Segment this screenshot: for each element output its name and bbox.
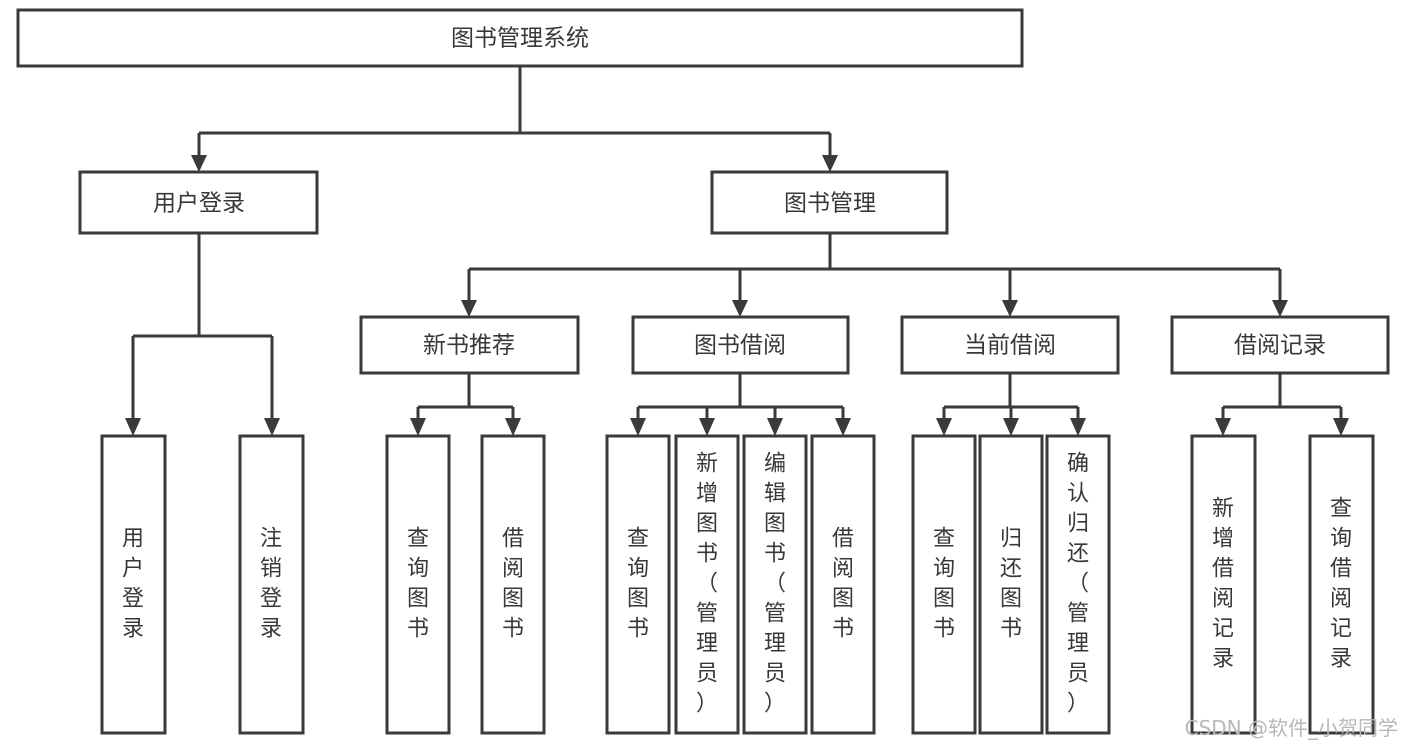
node-book-borrow-box[interactable] [631,315,850,375]
leaf-edit-book-label: 编辑图书（管理员） [764,452,786,717]
node-book-manage-label: 图书管理 [784,191,876,217]
leaf-add-book-label: 新增图书（管理员） [696,452,718,717]
leaf-logout-login[interactable]: 注销登录 [238,434,305,735]
arrow-borrow-c3 [767,418,783,436]
node-current-borrow-box[interactable] [900,315,1120,375]
leaf-query-book-3-box[interactable] [911,434,977,735]
node-root-label: 图书管理系统 [451,26,589,52]
leaf-query-book-2-box[interactable] [605,434,671,735]
leaf-confirm-return-box[interactable] [1045,434,1111,735]
leaf-query-record-box[interactable] [1308,434,1375,735]
leaf-add-book-box[interactable] [674,434,740,735]
leaf-edit-book[interactable]: 编辑图书（管理员） [742,434,808,735]
node-borrow-record[interactable]: 借阅记录 [1170,315,1390,375]
node-new-book-recommend[interactable]: 新书推荐 [359,315,580,375]
node-book-borrow[interactable]: 图书借阅 [631,315,850,375]
leaf-logout-login-box[interactable] [238,434,305,735]
watermark: CSDN @软件_小贺同学 [1185,716,1398,740]
leaf-borrow-book-1-box[interactable] [480,434,546,735]
leaf-borrow-book-2[interactable]: 借阅图书 [810,434,876,735]
leaf-user-login[interactable]: 用户登录 [100,434,167,735]
leaf-return-book-box[interactable] [978,434,1044,735]
arrow-bm-to-recommend [461,300,477,317]
leaf-user-login-label: 用户登录 [122,527,144,642]
leaf-query-book-3-label: 查询图书 [933,527,955,642]
node-user-login-label: 用户登录 [153,191,245,217]
node-user-login[interactable]: 用户登录 [78,170,319,235]
leaf-borrow-book-1-label: 借阅图书 [502,527,524,642]
node-borrow-record-box[interactable] [1170,315,1390,375]
arrow-current-c3 [1070,418,1086,436]
leaf-confirm-return-label: 确认归还（管理员） [1067,452,1089,717]
arrow-borrow-c2 [699,418,715,436]
leaf-query-book-1[interactable]: 查询图书 [385,434,451,735]
node-new-book-recommend-label: 新书推荐 [423,333,515,359]
arrow-current-c1 [936,418,952,436]
node-user-login-box[interactable] [78,170,319,235]
node-book-manage-box[interactable] [710,170,949,235]
connectors [125,66,1349,436]
leaf-query-record[interactable]: 查询借阅记录 [1308,434,1375,735]
node-book-borrow-label: 图书借阅 [694,333,786,359]
leaf-query-book-2-label: 查询图书 [627,527,649,642]
arrow-bm-to-record [1272,300,1288,317]
arrow-recommend-c2 [505,418,521,436]
node-current-borrow-label: 当前借阅 [964,333,1056,359]
node-new-book-recommend-box[interactable] [359,315,580,375]
arrow-borrow-c1 [630,418,646,436]
leaf-logout-login-label: 注销登录 [260,527,282,642]
leaf-confirm-return[interactable]: 确认归还（管理员） [1045,434,1111,735]
arrow-bm-to-current [1002,300,1018,317]
arrow-borrow-c4 [835,418,851,436]
leaf-query-book-1-label: 查询图书 [407,527,429,642]
leaf-add-record[interactable]: 新增借阅记录 [1190,434,1257,735]
leaf-return-book[interactable]: 归还图书 [978,434,1044,735]
leaf-add-record-box[interactable] [1190,434,1257,735]
node-root[interactable]: 图书管理系统 [16,8,1024,68]
node-book-manage[interactable]: 图书管理 [710,170,949,235]
arrow-record-c2 [1333,418,1349,436]
leaf-query-book-2[interactable]: 查询图书 [605,434,671,735]
arrow-recommend-c1 [410,418,426,436]
arrow-root-to-book-manage [822,155,838,172]
arrow-record-c1 [1215,418,1231,436]
leaf-borrow-book-2-box[interactable] [810,434,876,735]
arrow-current-c2 [1003,418,1019,436]
leaf-query-book-1-box[interactable] [385,434,451,735]
leaf-return-book-label: 归还图书 [1000,527,1022,642]
arrow-user-login-c2 [264,418,280,436]
leaf-borrow-book-1[interactable]: 借阅图书 [480,434,546,735]
leaf-query-book-3[interactable]: 查询图书 [911,434,977,735]
node-current-borrow[interactable]: 当前借阅 [900,315,1120,375]
node-borrow-record-label: 借阅记录 [1234,333,1326,359]
leaf-borrow-book-2-label: 借阅图书 [832,527,854,642]
node-root-box[interactable] [16,8,1024,68]
arrow-bm-to-borrow [732,300,748,317]
leaf-user-login-box[interactable] [100,434,167,735]
leaf-add-record-label: 新增借阅记录 [1212,497,1234,672]
arrow-root-to-user-login [191,155,207,172]
leaf-edit-book-box[interactable] [742,434,808,735]
leaf-query-record-label: 查询借阅记录 [1330,497,1352,672]
arrow-user-login-c1 [125,418,141,436]
leaf-add-book[interactable]: 新增图书（管理员） [674,434,740,735]
